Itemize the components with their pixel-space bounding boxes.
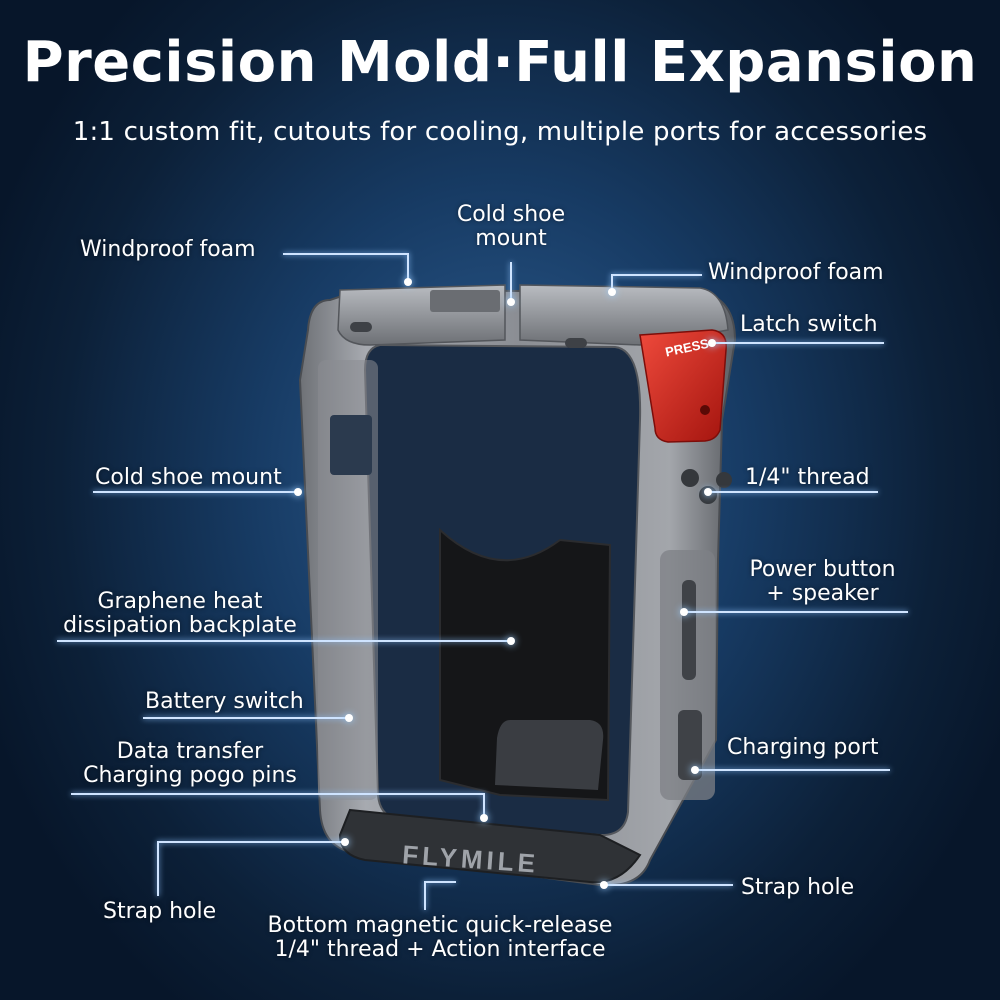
callout-data-transfer: Data transfer Charging pogo pins: [60, 740, 320, 788]
page-subtitle: 1:1 custom fit, cutouts for cooling, mul…: [72, 117, 928, 147]
callout-cold-shoe-top: Cold shoe mount: [441, 203, 581, 251]
callout-windproof-foam-left: Windproof foam: [80, 237, 256, 262]
cold-shoe-top-rail: [430, 290, 500, 312]
callout-quarter-thread: 1/4" thread: [745, 465, 870, 490]
bottom-plate: [338, 808, 642, 884]
callout-cold-shoe-side: Cold shoe mount: [95, 465, 282, 490]
callout-windproof-foam-right: Windproof foam: [708, 260, 884, 285]
callout-graphene-line2: dissipation backplate: [63, 613, 297, 638]
callout-lines: [57, 253, 908, 910]
callout-bottom-interface: Bottom magnetic quick-release 1/4" threa…: [240, 914, 640, 962]
callout-bottom-line2: 1/4" thread + Action interface: [274, 937, 606, 962]
camera-cage: FLYMILE PRESS: [298, 284, 737, 887]
cold-shoe-side-slot: [330, 415, 372, 475]
charging-port-slot: [678, 710, 702, 780]
callout-strap-hole-right: Strap hole: [741, 875, 855, 900]
callout-strap-hole-left: Strap hole: [103, 899, 217, 924]
callout-power-button-line2: + speaker: [766, 581, 879, 606]
thread-hole-1: [681, 469, 699, 487]
callout-power-button-line1: Power button: [749, 557, 896, 582]
latch-hole: [700, 405, 710, 415]
callout-charging-port: Charging port: [727, 735, 879, 760]
top-slot-left: [350, 322, 372, 332]
top-slot-right: [565, 338, 587, 348]
thread-hole-3: [716, 472, 732, 488]
page-title: Precision Mold·Full Expansion: [22, 30, 978, 95]
callout-cold-shoe-top-line2: mount: [475, 226, 547, 251]
callout-power-button: Power button + speaker: [735, 558, 910, 606]
callout-latch-switch: Latch switch: [740, 312, 878, 337]
callout-battery-switch: Battery switch: [145, 689, 304, 714]
side-button-slot: [682, 580, 696, 680]
callout-data-transfer-line1: Data transfer: [116, 739, 264, 764]
backplate-cutout: [495, 720, 604, 790]
callout-cold-shoe-top-line1: Cold shoe: [456, 202, 566, 227]
callout-graphene-backplate: Graphene heat dissipation backplate: [50, 590, 310, 638]
callout-data-transfer-line2: Charging pogo pins: [83, 763, 297, 788]
callout-bottom-line1: Bottom magnetic quick-release: [267, 913, 613, 938]
callout-graphene-line1: Graphene heat: [97, 589, 263, 614]
